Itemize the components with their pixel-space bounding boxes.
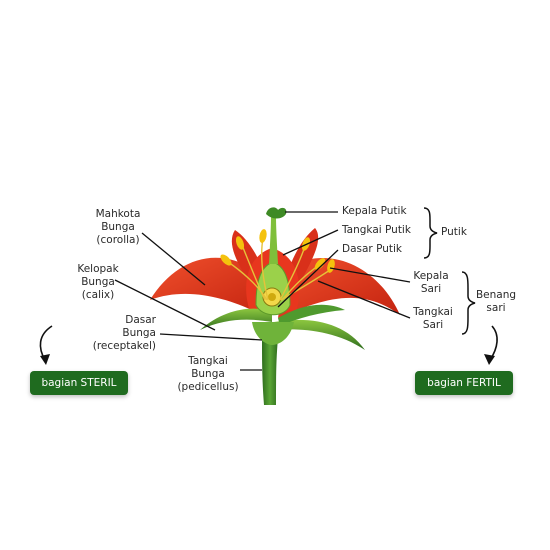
label-line: (receptakel) <box>92 340 156 352</box>
label-line: Benang <box>475 289 517 301</box>
receptacle-shape <box>252 322 294 345</box>
label-kelopak-bunga: Kelopak Bunga (calix) <box>68 263 128 302</box>
label-line: Tangkai <box>188 355 228 367</box>
label-dasar-bunga: Dasar Bunga (receptakel) <box>84 314 156 353</box>
label-kepala-sari: Kepala Sari <box>410 270 452 296</box>
label-putik: Putik <box>441 226 467 238</box>
leader-lines <box>114 211 411 371</box>
sepal-left <box>200 308 272 330</box>
label-line: Bunga <box>101 221 135 233</box>
badge-bagian-steril: bagian STERIL <box>30 371 128 395</box>
style-shape <box>269 216 278 264</box>
label-tangkai-putik: Tangkai Putik <box>342 224 411 236</box>
label-line: Bunga <box>81 276 115 288</box>
label-tangkai-bunga: Tangkai Bunga (pedicellus) <box>176 355 240 394</box>
label-line: (calix) <box>81 289 115 301</box>
badge-bagian-fertil: bagian FERTIL <box>415 371 513 395</box>
brace-putik <box>423 207 438 259</box>
label-line: Sari <box>422 319 444 331</box>
stem-shape <box>262 338 278 405</box>
label-kepala-putik: Kepala Putik <box>342 205 407 217</box>
brace-benang-sari <box>461 271 476 335</box>
arrow-steril-head <box>40 354 50 365</box>
label-tangkai-sari: Tangkai Sari <box>410 306 456 332</box>
label-line: Kepala <box>413 270 449 282</box>
label-line: (corolla) <box>96 234 140 246</box>
sepal-right-top <box>278 304 345 326</box>
stigma-shape <box>266 207 287 219</box>
petal-left <box>150 257 268 318</box>
label-line: Mahkota <box>95 208 141 220</box>
arrow-fertil-head <box>484 354 495 365</box>
label-line: Kelopak <box>77 263 119 275</box>
label-line: (pedicellus) <box>177 381 239 393</box>
arrow-fertil <box>489 325 498 361</box>
label-line: Bunga <box>191 368 225 380</box>
label-line: Tangkai <box>413 306 453 318</box>
label-benang-sari: Benang sari <box>474 289 518 315</box>
label-dasar-putik: Dasar Putik <box>342 243 402 255</box>
sepal-right <box>274 319 365 350</box>
label-line: Bunga <box>122 327 156 339</box>
label-line: Dasar <box>125 314 156 326</box>
label-mahkota-bunga: Mahkota Bunga (corolla) <box>88 208 148 247</box>
label-line: sari <box>486 302 506 314</box>
label-line: Sari <box>420 283 442 295</box>
